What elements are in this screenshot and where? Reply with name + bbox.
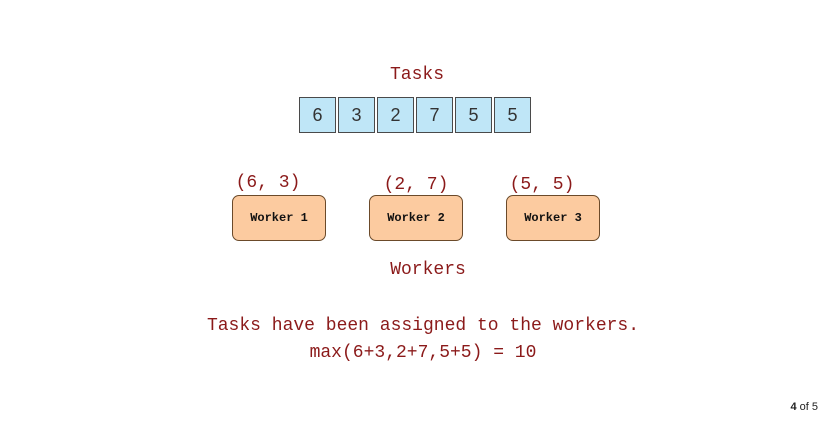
workers-title: Workers (390, 260, 466, 280)
total-slides: 5 (811, 401, 818, 413)
task-cell: 3 (338, 97, 375, 133)
task-cell: 7 (416, 97, 453, 133)
slide-separator: of (799, 401, 809, 413)
slide-counter: 4 of 5 (790, 401, 818, 413)
tasks-array: 6 3 2 7 5 5 (299, 97, 531, 133)
status-message: Tasks have been assigned to the workers. (206, 316, 640, 336)
worker-1-assignment: (6, 3) (235, 173, 301, 193)
worker-1-box: Worker 1 (232, 195, 326, 241)
task-cell: 6 (299, 97, 336, 133)
tasks-title: Tasks (389, 65, 444, 85)
task-cell: 5 (494, 97, 531, 133)
worker-2-assignment: (2, 7) (383, 175, 449, 195)
result-formula: max(6+3,2+7,5+5) = 10 (309, 343, 537, 363)
task-cell: 5 (455, 97, 492, 133)
worker-2-box: Worker 2 (369, 195, 463, 241)
current-slide: 4 (790, 401, 797, 413)
task-cell: 2 (377, 97, 414, 133)
worker-3-box: Worker 3 (506, 195, 600, 241)
worker-3-assignment: (5, 5) (509, 175, 575, 195)
